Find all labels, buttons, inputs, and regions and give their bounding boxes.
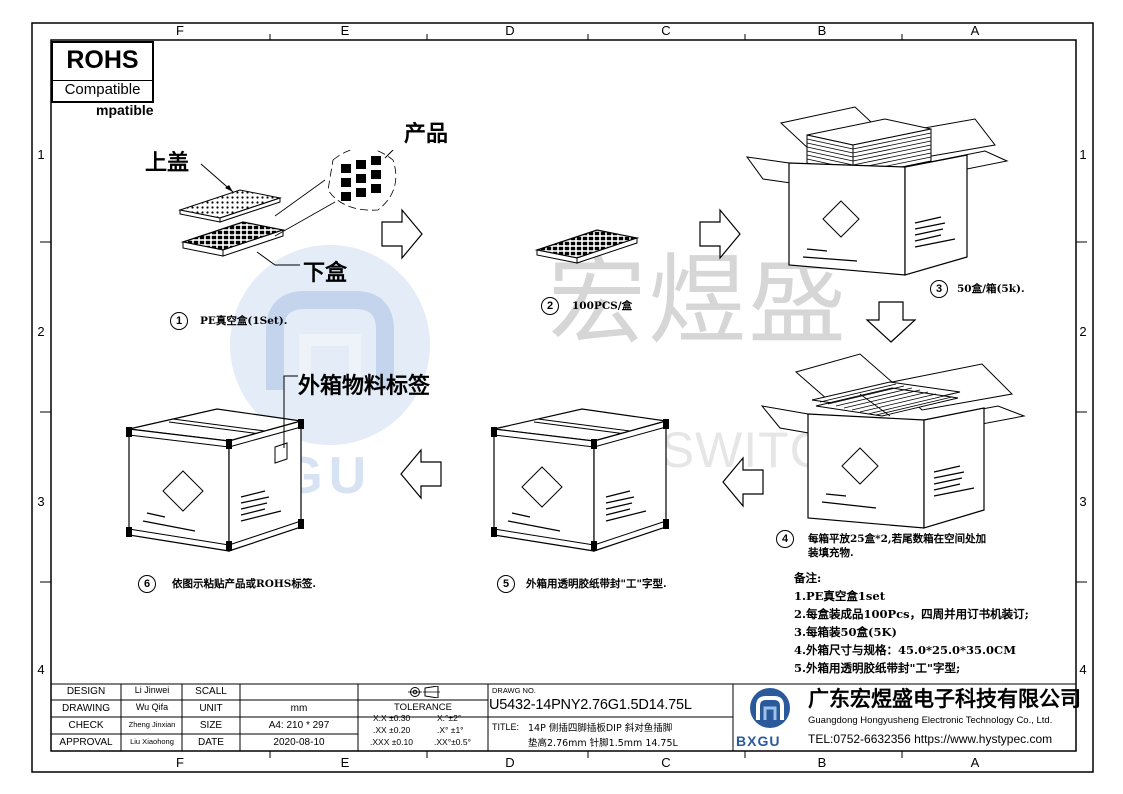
notes-item: 1.PE真空盒1set (794, 589, 886, 603)
notes-item: 5.外箱用透明胶纸带封"工"字型; (794, 661, 961, 675)
zone-row-3: 3 (37, 494, 45, 509)
pe-tray-illustration (178, 150, 397, 266)
tb-date-value: 2020-08-10 (273, 737, 325, 748)
rohs-subtitle: Compatible (53, 80, 152, 99)
tb-tol-angle-3: .XX°±0.5° (434, 737, 471, 747)
logo-watermark-emblem (230, 245, 430, 445)
company-logo-text: BXGU (736, 733, 781, 749)
step-caption-4-line1: 每箱平放25盒*2,若尾数箱在空间处加 (808, 533, 987, 545)
zone-col-d: D (505, 23, 515, 38)
zone-col-d-bottom: D (505, 755, 515, 770)
arrow-left-1-icon (722, 456, 764, 508)
company-logo-icon (750, 688, 790, 728)
tb-check-name: Zheng Jinxian (128, 720, 176, 729)
tb-title-label: TITLE: (492, 722, 520, 732)
zone-col-c: C (661, 23, 671, 38)
labeled-carton-illustration (126, 408, 304, 552)
tb-date-label: DATE (198, 737, 224, 748)
tb-drawing-label: DRAWING (62, 703, 110, 714)
tb-size-label: SIZE (199, 720, 223, 731)
label-outer-carton-label: 外箱物料标签 (298, 374, 431, 399)
tb-design-name: Li Jinwei (134, 685, 170, 695)
single-tray-illustration (534, 229, 640, 264)
step-number-5: 5 (497, 575, 515, 593)
arrow-right-1-icon (381, 208, 423, 260)
tb-tolerance-label: TOLERANCE (394, 702, 452, 713)
tb-dwg-no-label: DRAWG NO. (492, 686, 536, 695)
label-bottom-box: 下盒 (303, 261, 348, 286)
sealed-carton-illustration (491, 408, 669, 552)
company-contact: TEL:0752-6632356 https://www.hystypec.co… (808, 732, 1053, 746)
rohs-badge: ROHS Compatible (51, 41, 154, 103)
tb-tol-linear-2: .XX ±0.20 (373, 725, 411, 735)
zone-col-c-bottom: C (661, 755, 671, 770)
tb-size-value: A4: 210 * 297 (268, 720, 330, 731)
zone-col-a-bottom: A (970, 755, 980, 770)
label-leader-line (283, 375, 298, 448)
tb-approval-label: APPROVAL (59, 737, 113, 748)
step-number-2: 2 (541, 297, 559, 315)
label-top-cover: 上盖 (145, 151, 190, 176)
step-caption-6: 依图示粘贴产品或ROHS标签. (172, 578, 317, 590)
zone-row-2: 2 (37, 324, 45, 339)
tb-approval-name: Liu Xiaohong (130, 737, 174, 746)
zone-row-2-right: 2 (1079, 324, 1087, 339)
tb-drawing-name: Wu Qifa (135, 702, 169, 712)
label-product: 产品 (404, 122, 449, 147)
arrow-left-2-icon (400, 448, 442, 500)
zone-col-b: B (817, 23, 827, 38)
tb-title-line2: 垫高2.76mm 针脚1.5mm 14.75L (528, 738, 678, 749)
open-carton-flat-illustration (760, 353, 1026, 529)
step-caption-3: 50盒/箱(5k). (957, 283, 1025, 295)
zone-col-f-bottom: F (176, 755, 184, 770)
zone-col-e: E (340, 23, 350, 38)
step-caption-1: PE真空盒(1Set). (200, 315, 288, 327)
rohs-ghost-text: mpatible (96, 102, 154, 118)
zone-row-4-right: 4 (1079, 662, 1087, 677)
projection-symbol-icon (408, 686, 440, 698)
step-caption-2: 100PCS/盒 (572, 300, 633, 312)
notes-heading: 备注: (794, 571, 822, 585)
step-number-6: 6 (138, 575, 156, 593)
zone-col-b-bottom: B (817, 755, 827, 770)
notes-item: 4.外箱尺寸与规格：45.0*25.0*35.0CM (794, 643, 1016, 657)
step-number-3: 3 (930, 280, 948, 298)
open-carton-stack-illustration (745, 106, 1009, 276)
zone-row-1-right: 1 (1079, 147, 1087, 162)
tb-title-line1: 14P 侧插四脚插板DIP 斜对鱼插脚 (528, 723, 673, 734)
tb-design-label: DESIGN (66, 686, 106, 697)
step-number-4: 4 (776, 530, 794, 548)
zone-row-1: 1 (37, 147, 45, 162)
tb-tol-linear-1: X.X ±0.30 (373, 713, 411, 723)
rohs-title: ROHS (66, 46, 139, 74)
tb-unit-label: UNIT (199, 703, 223, 714)
notes-item: 2.每盒装成品100Pcs，四周并用订书机装订; (794, 607, 1029, 621)
notes-item: 3.每箱装50盒(5K) (794, 625, 897, 639)
zone-row-3-right: 3 (1079, 494, 1087, 509)
arrow-right-2-icon (699, 208, 741, 260)
tb-scale-label: SCALL (195, 686, 227, 697)
tb-tol-angle-1: X.°±2° (437, 713, 462, 723)
tb-tol-angle-2: .X° ±1° (437, 725, 464, 735)
zone-col-f: F (176, 23, 184, 38)
step-number-1: 1 (170, 312, 188, 330)
zone-col-a: A (970, 23, 980, 38)
zone-col-e-bottom: E (340, 755, 350, 770)
arrow-down-icon (865, 301, 917, 343)
tb-dwg-no: U5432-14PNY2.76G1.5D14.75L (489, 697, 692, 713)
zone-row-4: 4 (37, 662, 45, 677)
step-caption-5: 外箱用透明胶纸带封"工"字型. (526, 578, 667, 590)
tb-unit-value: mm (290, 703, 308, 714)
step-caption-4-line2: 装填充物. (808, 547, 854, 559)
company-name-cn: 广东宏煜盛电子科技有限公司 (808, 687, 1081, 711)
tb-tol-linear-3: .XXX ±0.10 (370, 737, 413, 747)
notes-block: 备注: 1.PE真空盒1set 2.每盒装成品100Pcs，四周并用订书机装订;… (794, 569, 1029, 677)
tb-check-label: CHECK (68, 720, 104, 731)
company-name-en: Guangdong Hongyusheng Electronic Technol… (808, 715, 1053, 726)
